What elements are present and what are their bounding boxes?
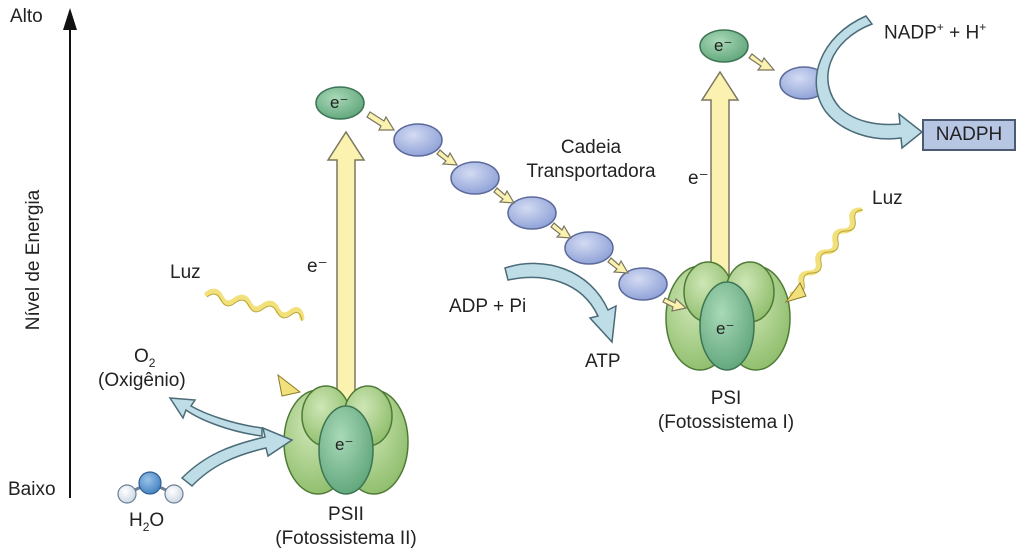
chain-arrows bbox=[366, 53, 776, 312]
psii-complex bbox=[283, 385, 409, 495]
oxygen-formula: O2 bbox=[134, 346, 156, 370]
chain-label-line1: Cadeia bbox=[560, 137, 622, 158]
axis-low-label: Baixo bbox=[8, 479, 56, 500]
water-molecule bbox=[117, 471, 184, 504]
oxygen-name: (Oxigênio) bbox=[98, 370, 186, 391]
nadph-box: NADPH bbox=[922, 119, 1016, 151]
nadp-label: NADP+ + H+ bbox=[884, 20, 987, 44]
chain-label-line2: Transportadora bbox=[526, 161, 656, 182]
psii-top-electron-label: e⁻ bbox=[330, 93, 349, 112]
light-right-label: Luz bbox=[872, 188, 903, 209]
carrier-2 bbox=[450, 161, 500, 195]
carrier-1 bbox=[393, 123, 443, 157]
water-formula: H2O bbox=[129, 510, 165, 534]
psi-top-electron-label: e⁻ bbox=[714, 36, 733, 55]
adp-pi-label: ADP + Pi bbox=[449, 296, 527, 317]
light-left-wave bbox=[204, 288, 305, 397]
psi-center-electron-label: e⁻ bbox=[716, 319, 735, 338]
nadph-formation-arrow bbox=[815, 15, 924, 150]
psi-name: PSI bbox=[710, 388, 742, 409]
psii-arrow-electron-label: e⁻ bbox=[307, 256, 328, 277]
psi-arrow-electron-label: e⁻ bbox=[688, 168, 709, 189]
psii-full-name: (Fotossistema II) bbox=[275, 528, 417, 549]
atp-synthesis-arrow bbox=[504, 262, 617, 344]
water-oxygen-arrow bbox=[168, 397, 294, 488]
psi-excitation-arrow bbox=[700, 70, 740, 301]
psii-excitation-arrow bbox=[326, 130, 366, 413]
carrier-3 bbox=[507, 196, 557, 230]
psii-excited-electron bbox=[315, 86, 365, 120]
psi-excited-electron bbox=[699, 29, 749, 63]
carrier-4 bbox=[564, 231, 614, 265]
axis-high-label: Alto bbox=[10, 6, 43, 27]
light-right-wave bbox=[784, 207, 864, 303]
light-left-label: Luz bbox=[170, 262, 201, 283]
energy-axis-arrow bbox=[63, 8, 77, 498]
psii-center-electron-label: e⁻ bbox=[335, 435, 354, 454]
atp-label: ATP bbox=[585, 351, 621, 372]
carrier-5 bbox=[618, 267, 668, 301]
psi-full-name: (Fotossistema I) bbox=[657, 412, 795, 433]
psi-complex bbox=[665, 261, 791, 371]
axis-title: Nível de Energia bbox=[23, 189, 44, 331]
psii-name: PSII bbox=[328, 504, 364, 525]
